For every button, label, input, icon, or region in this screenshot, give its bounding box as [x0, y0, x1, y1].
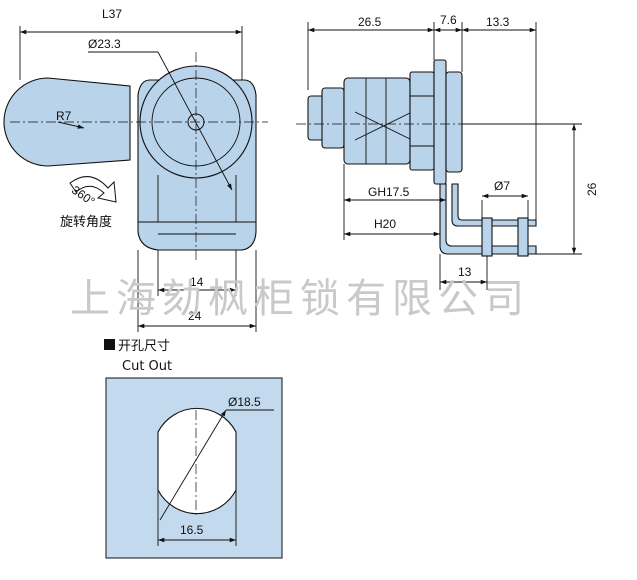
cutout-title-en: Cut Out [122, 359, 172, 374]
rotation-arrow-icon: 360° [69, 176, 117, 209]
company-watermark: 上海劾枫柜锁有限公司 [70, 276, 530, 322]
front-view: R7 L37 Ø23.3 360° 旋转角度 14 24 [3, 7, 268, 332]
length-label: L37 [102, 7, 122, 21]
cutout-diameter-label: Ø18.5 [228, 395, 261, 409]
dim-h-label: H20 [374, 217, 396, 231]
dim-height-label: 26 [585, 182, 599, 196]
panel-washer [433, 59, 447, 185]
dim-26-5-label: 26.5 [358, 15, 382, 29]
cutout-hole [157, 407, 237, 515]
dim-13-3-label: 13.3 [486, 15, 510, 29]
dim-13-label: 13 [458, 265, 472, 279]
dim-7-6-label: 7.6 [440, 13, 457, 27]
dim-hole-label: Ø7 [494, 179, 510, 193]
width-14-label: 14 [190, 275, 204, 289]
cutout-title-cn: 开孔尺寸 [118, 339, 170, 354]
cutout-title-square-icon [104, 339, 115, 350]
cutout-flat-label: 16.5 [180, 523, 204, 537]
hex-nut [409, 71, 435, 171]
cylinder-body [343, 77, 411, 165]
side-view: 26.5 7.6 13.3 GH17.5 Ø7 H20 26 13 [296, 13, 599, 290]
rotation-label: 旋转角度 [60, 214, 112, 230]
cutout-section: 开孔尺寸 Cut Out Ø18.5 16.5 [104, 339, 283, 559]
diameter-label: Ø23.3 [88, 37, 121, 51]
dim-gh-label: GH17.5 [368, 185, 410, 199]
width-24-label: 24 [188, 309, 202, 323]
radius-label: R7 [56, 109, 72, 123]
